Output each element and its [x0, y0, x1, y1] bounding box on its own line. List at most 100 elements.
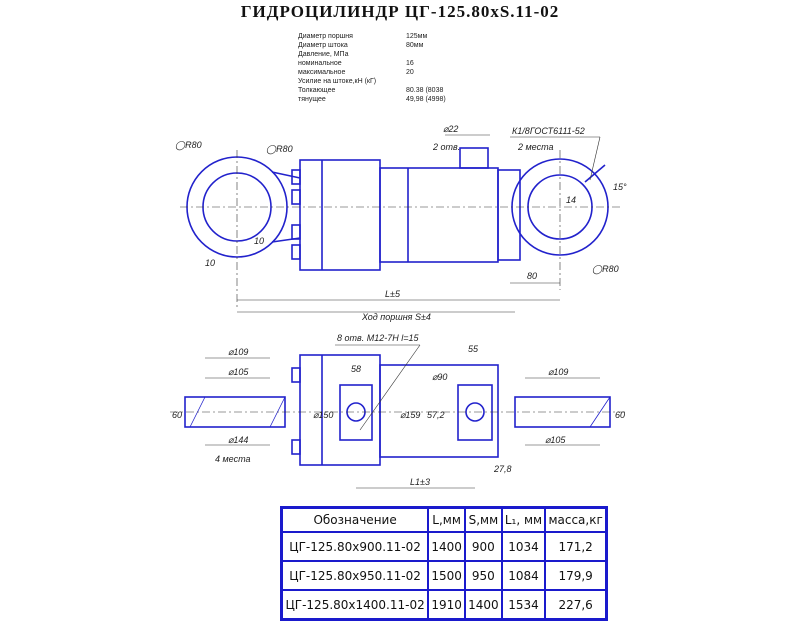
table-cell: 1910	[427, 589, 466, 621]
table-header-cell: L₁, мм	[500, 506, 547, 533]
spec-label: Давление, МПа	[298, 51, 349, 58]
grease-fitting	[584, 164, 606, 183]
table-cell: 950	[463, 560, 503, 591]
table-cell: 900	[463, 531, 503, 562]
spec-row: Давление, МПа	[298, 50, 466, 59]
table-header-cell: Обозначение	[280, 506, 430, 533]
holes8-arrow	[359, 344, 421, 431]
label-d109-right: ⌀109	[548, 367, 568, 377]
label-places2: 2 места	[517, 142, 553, 152]
label-d150: ⌀150	[313, 410, 333, 420]
label-d27-8: 27,8	[493, 464, 512, 474]
table-cell: 179,9	[544, 560, 608, 591]
label-dim10b: 10	[205, 258, 215, 268]
label-r80-right: ◯R80	[592, 264, 619, 275]
bolt-1	[291, 169, 301, 185]
drawing-title: ГИДРОЦИЛИНДР ЦГ-125.80хS.11-02	[240, 2, 560, 21]
table-header-row: Обозначение L,мм S,мм L₁, мм масса,кг	[280, 506, 608, 533]
spec-value: 20	[406, 69, 414, 76]
variants-table: Обозначение L,мм S,мм L₁, мм масса,кг ЦГ…	[280, 506, 608, 621]
gost-arrow	[589, 136, 601, 181]
table-cell: 227,6	[544, 589, 608, 621]
spec-row: номинальное 16	[298, 59, 466, 68]
specifications-list: Диаметр поршня 125мм Диаметр штока 80мм Да…	[298, 32, 466, 104]
label-d60-left: 60	[172, 410, 182, 420]
spec-row: Диаметр штока 80мм	[298, 41, 466, 50]
spec-row: тянущее 49,98 (4998)	[298, 95, 466, 104]
label-L1: L1±3	[410, 477, 430, 487]
head-block	[299, 159, 381, 271]
table-row: ЦГ-125.80х1400.11-02 1910 1400 1534 227,…	[280, 589, 608, 621]
label-d105-left: ⌀105	[228, 367, 249, 377]
top-view-dimensions	[237, 134, 601, 313]
spec-value: 16	[406, 60, 414, 67]
spec-label: Усилие на штоке,кН (кГ)	[298, 78, 377, 85]
bottom-view	[184, 354, 611, 466]
spec-row: максимальное 20	[298, 68, 466, 77]
bolt-4	[291, 244, 301, 260]
table-header-cell: S,мм	[463, 506, 503, 533]
spec-label: Толкающее	[298, 87, 336, 94]
table-cell: ЦГ-125.80х1400.11-02	[280, 589, 430, 621]
barrel-side	[379, 364, 499, 458]
label-L5: L±5	[385, 289, 401, 299]
label-dim80: 80	[527, 271, 537, 281]
label-places4: 4 места	[215, 454, 250, 464]
table-cell: 1400	[463, 589, 503, 621]
port-pad-left	[339, 384, 373, 441]
right-lug-hatch	[589, 396, 611, 428]
spec-row: Толкающее 80.38 (8038	[298, 86, 466, 95]
spec-value: 125мм	[406, 33, 428, 40]
port-pad-right	[457, 384, 493, 441]
label-angle15: 15°	[613, 182, 627, 192]
table-cell: 1084	[500, 560, 547, 591]
label-d90: ⌀90	[432, 372, 447, 382]
label-d144: ⌀144	[228, 435, 248, 445]
spec-label: тянущее	[298, 96, 326, 103]
rod-end-block	[497, 169, 521, 261]
label-r80-left: ◯R80	[175, 140, 202, 151]
table-row: ЦГ-125.80х950.11-02 1500 950 1084 179,9	[280, 560, 608, 591]
spec-value: 49,98 (4998)	[406, 96, 446, 103]
top-view-labels: ◯R80 ◯R80 ⌀22 2 отв. К1/8ГОСТ6111-52 2 м…	[175, 124, 627, 322]
spec-row: Диаметр поршня 125мм	[298, 32, 466, 41]
spec-value: 80.38 (8038	[406, 87, 444, 94]
table-header-cell: L,мм	[427, 506, 466, 533]
bolt-side-2	[291, 439, 301, 455]
table-cell: ЦГ-125.80х900.11-02	[280, 531, 430, 562]
table-cell: 171,2	[544, 531, 608, 562]
bolt-2	[291, 189, 301, 205]
top-view-centerlines	[180, 150, 620, 310]
table-cell: 1400	[427, 531, 466, 562]
table-cell: 1534	[500, 589, 547, 621]
spec-label: Диаметр штока	[298, 42, 348, 49]
label-gost: К1/8ГОСТ6111-52	[512, 126, 585, 136]
label-dim10a: 10	[254, 236, 264, 246]
bolt-3	[291, 224, 301, 240]
spec-label: номинальное	[298, 60, 342, 67]
spec-value: 80мм	[406, 42, 424, 49]
label-holes8: 8 отв. М12-7H l=15	[337, 333, 419, 343]
label-d105-right: ⌀105	[545, 435, 566, 445]
spec-row: Усилие на штоке,кН (кГ)	[298, 77, 466, 86]
top-view	[186, 147, 609, 271]
label-d55: 55	[468, 344, 479, 354]
cylinder-drawing: ◯R80 ◯R80 ⌀22 2 отв. К1/8ГОСТ6111-52 2 м…	[170, 124, 627, 489]
spec-label: максимальное	[298, 69, 346, 76]
port-boss	[459, 147, 489, 169]
label-dim14: 14	[566, 195, 576, 205]
barrel	[379, 167, 499, 263]
label-stroke: Ход поршня S±4	[361, 312, 431, 322]
label-dia22: ⌀22	[443, 124, 458, 134]
label-holes2: 2 отв.	[432, 142, 460, 152]
table-cell: ЦГ-125.80х950.11-02	[280, 560, 430, 591]
label-d57-2: 57,2	[427, 410, 445, 420]
table-row: ЦГ-125.80х900.11-02 1400 900 1034 171,2	[280, 531, 608, 562]
label-d109-left: ⌀109	[228, 347, 248, 357]
left-eye-neck-top	[271, 171, 301, 179]
label-r80-mid: ◯R80	[266, 144, 293, 155]
spec-label: Диаметр поршня	[298, 33, 353, 40]
bottom-view-dimensions	[205, 344, 600, 489]
label-d159: ⌀159	[400, 410, 420, 420]
table-cell: 1500	[427, 560, 466, 591]
